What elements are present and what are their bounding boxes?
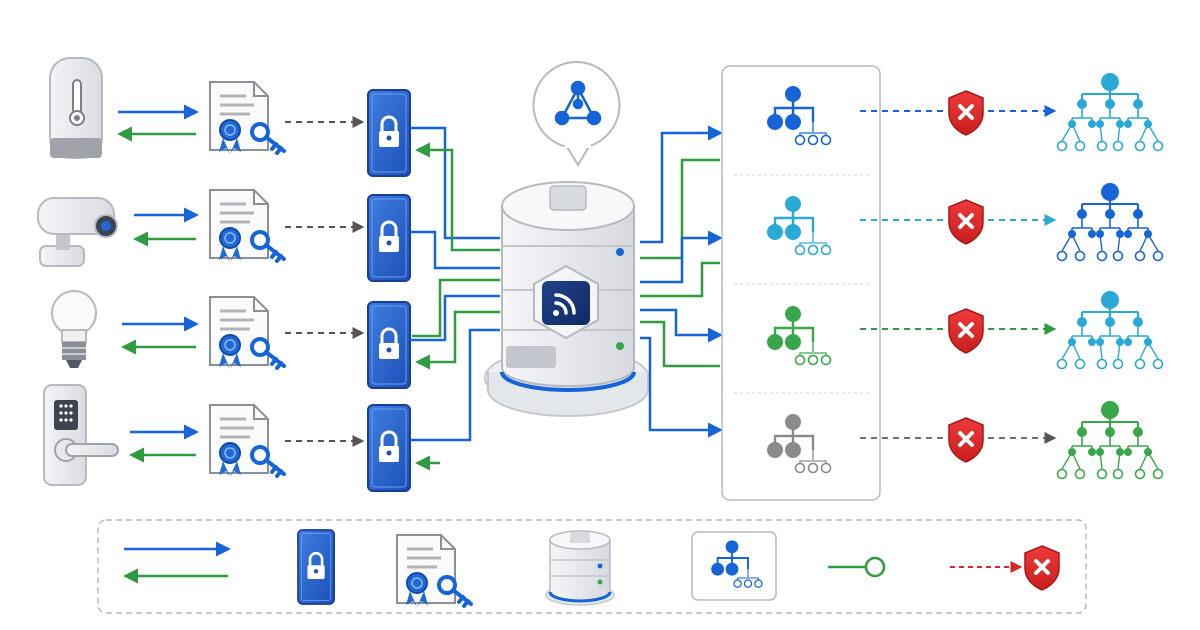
hierarchy-tree-icon: [767, 196, 832, 256]
thermostat-device: [49, 57, 103, 159]
secure-gateway-icon: [366, 300, 412, 390]
connection-endpoint-icon: [828, 556, 886, 578]
wireless-signal-icon: [553, 293, 576, 316]
hub-tree-connectors: [640, 125, 723, 438]
secure-gateway-icon: [366, 403, 412, 493]
smart-bulb-device: [51, 290, 97, 368]
certificate-key-icon: [208, 80, 286, 156]
blocked-routes: [860, 105, 1057, 444]
blocked-shield-icon: [947, 89, 985, 137]
secure-gateway-icon: [296, 528, 336, 606]
certificate-key-icon: [208, 188, 286, 264]
blocked-shield-icon: [947, 198, 985, 246]
topology-bubble: [532, 61, 621, 167]
hierarchy-tree-icon: [1056, 183, 1164, 262]
hierarchy-tree-icon: [1056, 291, 1164, 370]
target-trees: [1056, 73, 1164, 480]
hierarchy-tree-icon: [1056, 73, 1164, 152]
hierarchy-tree-icon: [1056, 401, 1164, 480]
iot-hub-icon: [545, 530, 615, 606]
secure-gateway-icon: [366, 88, 412, 178]
security-camera-device: [37, 197, 118, 267]
certificate-key-icon: [208, 403, 286, 479]
blocked-shield-icon: [947, 307, 985, 355]
iot-hub-server: [484, 181, 650, 417]
certificate-key-icon: [208, 295, 286, 371]
hierarchy-tree-icon: [767, 414, 832, 474]
gateway-hub-connectors: [410, 126, 500, 471]
cert-gateway-arrows: [285, 116, 365, 447]
hierarchy-tree-icon: [767, 306, 832, 366]
device-cert-arrows: [117, 104, 199, 463]
secure-gateway-icon: [366, 193, 412, 283]
tree-panel: [721, 65, 881, 501]
blocked-shield-icon: [947, 416, 985, 464]
hierarchy-tree-icon: [711, 540, 763, 588]
panel-trees: [767, 86, 832, 474]
bidirectional-arrows-icon: [123, 541, 231, 584]
hierarchy-tree-icon: [767, 86, 832, 146]
hierarchy-tree-icon: [711, 540, 763, 588]
blocked-route-icon: [950, 544, 1061, 592]
smart-lock-device: [43, 384, 119, 486]
network-topology-icon: [554, 80, 602, 126]
legend: [97, 519, 1087, 614]
